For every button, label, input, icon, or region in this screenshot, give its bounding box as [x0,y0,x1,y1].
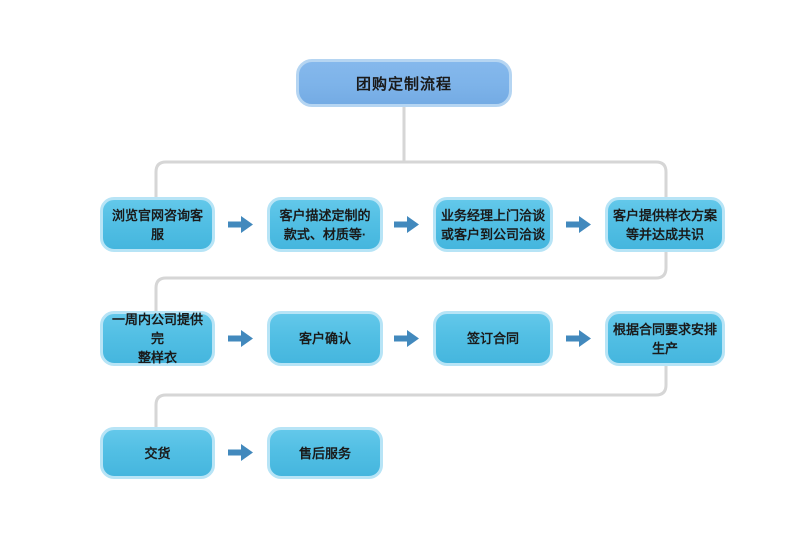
flow-step-box: 根据合同要求安排 生产 [605,311,725,366]
flow-step-box: 客户确认 [267,311,383,366]
arrow-right-icon [566,330,591,347]
connector-row1-row2 [154,251,668,312]
flow-step-box: 浏览官网咨询客服 [100,197,215,252]
arrow-right-icon [228,444,253,461]
flow-step-box: 客户描述定制的 款式、材质等· [267,197,383,252]
arrow-right-icon [228,330,253,347]
arrow-right-icon [394,330,419,347]
flow-step-box: 签订合同 [433,311,553,366]
arrow-right-icon [566,216,591,233]
flow-title-label: 团购定制流程 [355,75,452,93]
flow-step-box: 一周内公司提供完 整样衣 [100,311,215,366]
connector-top-bracket [154,160,668,199]
flow-step-box: 售后服务 [267,427,383,479]
flow-title-box: 团购定制流程 [296,59,512,107]
connector-row2-row3 [154,365,668,428]
flow-step-box: 业务经理上门洽谈 或客户到公司洽谈 [433,197,553,252]
arrow-right-icon [228,216,253,233]
flow-step-box: 交货 [100,427,215,479]
flow-step-box: 客户提供样衣方案 等并达成共识 [605,197,725,252]
arrow-right-icon [394,216,419,233]
